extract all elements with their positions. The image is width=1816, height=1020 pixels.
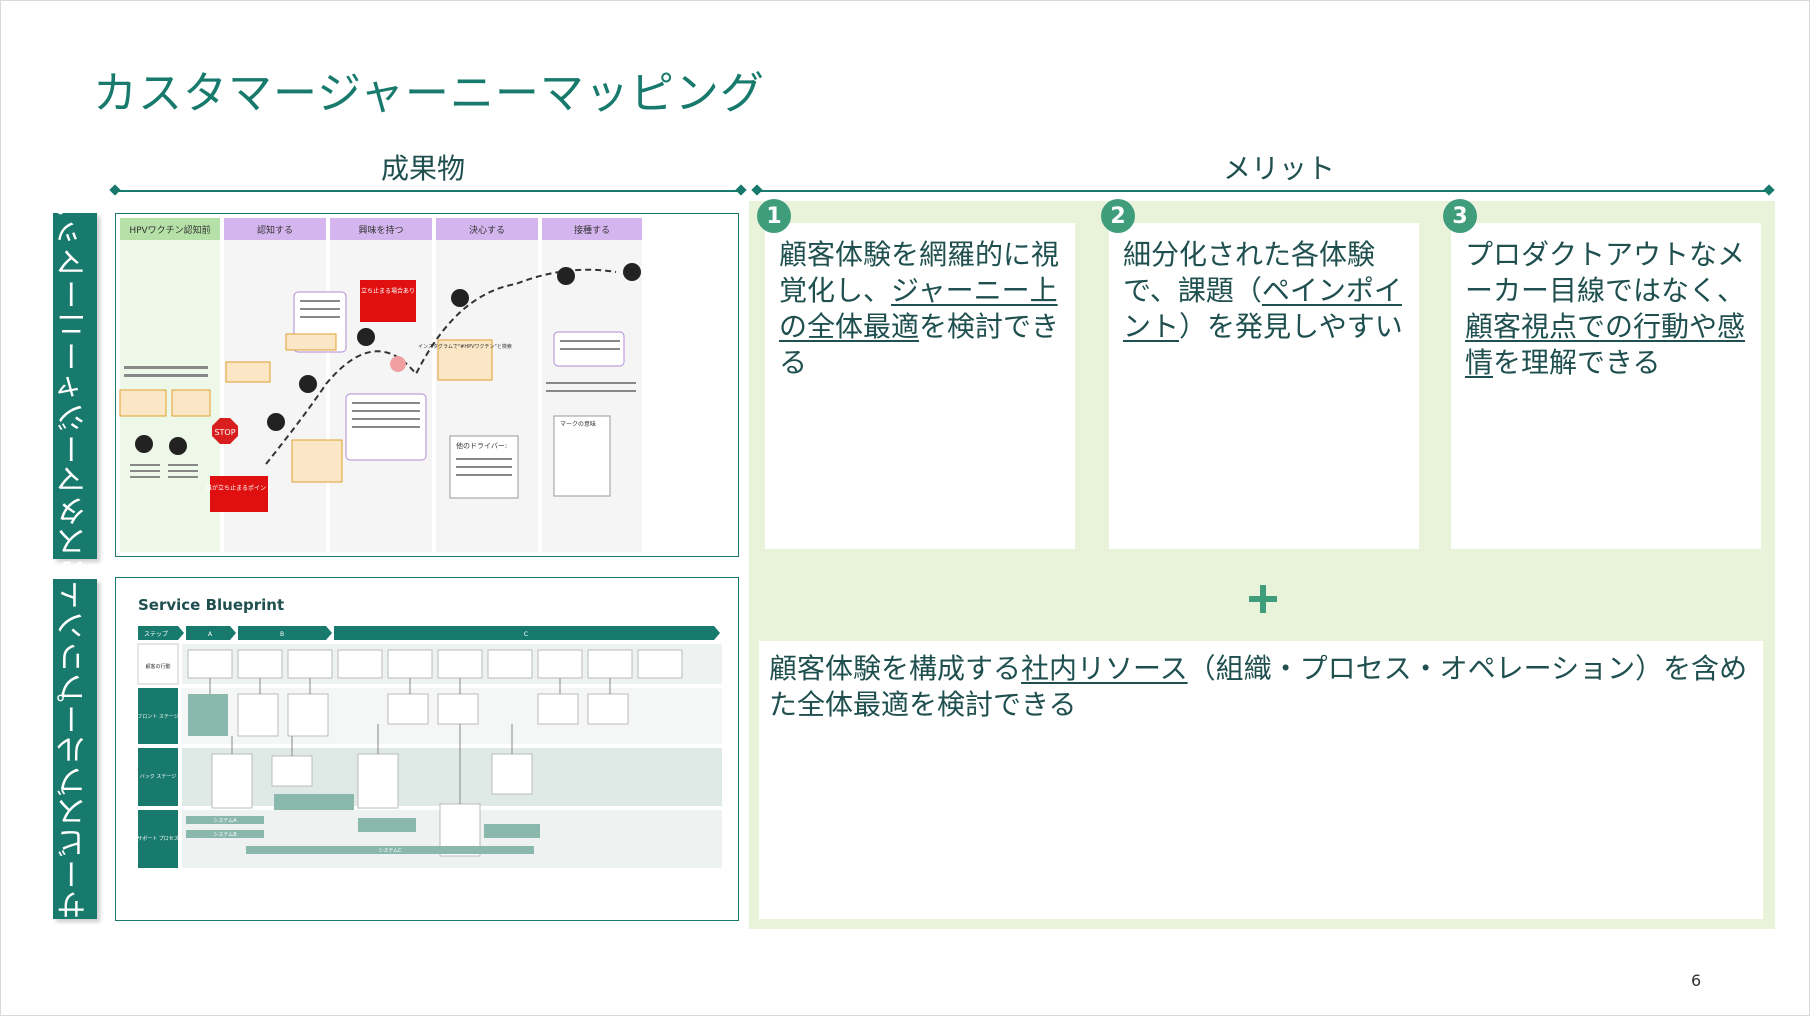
journey-map-graphic: HPVワクチン認知前 認知する 興味を持つ 決心する 接種する STOP 立ち止… bbox=[116, 214, 738, 556]
stage-label: 興味を持つ bbox=[358, 224, 403, 236]
journey-map-thumbnail: HPVワクチン認知前 認知する 興味を持つ 決心する 接種する STOP 立ち止… bbox=[115, 213, 739, 557]
highlight-text: ペインポイント bbox=[1123, 274, 1402, 343]
svg-text:C: C bbox=[524, 631, 528, 638]
merit-text: 細分化された各体験で、課題（ bbox=[1123, 238, 1376, 307]
merit-text: （組織・プロセス・オペレーション）を含めた全体最適を検討できる bbox=[769, 652, 1748, 721]
stop-note: 誰が立ち止まるポイント bbox=[206, 484, 272, 492]
merit-number-badge: 2 bbox=[1101, 199, 1135, 233]
svg-text:システムA: システムA bbox=[213, 818, 237, 824]
blueprint-thumbnail: Service Blueprint ステップ A B C 顧客の行動 フロント … bbox=[115, 577, 739, 921]
svg-text:フロント ステージ: フロント ステージ bbox=[137, 714, 179, 720]
merit-text: 顧客体験を網羅的に視覚化し、 bbox=[779, 238, 1060, 307]
merit-number-badge: 3 bbox=[1443, 199, 1477, 233]
merit-text: 顧客体験を構成する bbox=[769, 652, 1022, 685]
merit-number-badge: 1 bbox=[757, 199, 791, 233]
stage-label: 認知する bbox=[257, 224, 293, 236]
stop-note: 立ち止まる場合あり bbox=[361, 287, 415, 295]
merit-card-1: 顧客体験を網羅的に視覚化し、ジャーニー上の全体最適を検討できる bbox=[765, 223, 1075, 549]
svg-text:A: A bbox=[208, 631, 213, 638]
svg-text:顧客の行動: 顧客の行動 bbox=[145, 663, 170, 670]
blueprint-title: Service Blueprint bbox=[138, 596, 284, 614]
merit-text: を検討できる bbox=[779, 310, 1060, 379]
svg-text:システムC: システムC bbox=[378, 848, 402, 854]
page-title: カスタマージャーニーマッピング bbox=[93, 68, 765, 119]
highlight-text: ジャーニー上の全体最適 bbox=[779, 274, 1058, 343]
merit-card-3: プロダクトアウトなメーカー目線ではなく、顧客視点での行動や感情を理解できる bbox=[1451, 223, 1761, 549]
stage-headers: HPVワクチン認知前 認知する 興味を持つ 決心する 接種する bbox=[120, 218, 642, 240]
svg-text:サポート プロセス: サポート プロセス bbox=[137, 835, 179, 842]
svg-text:ステップ: ステップ bbox=[144, 631, 168, 638]
page-number: 6 bbox=[1691, 971, 1702, 990]
bottom-merit-card: 顧客体験を構成する社内リソース（組織・プロセス・オペレーション）を含めた全体最適… bbox=[759, 641, 1763, 919]
svg-text:バック ステージ: バック ステージ bbox=[140, 774, 177, 780]
stage-label: 接種する bbox=[574, 224, 610, 236]
merit-card-2: 細分化された各体験で、課題（ペインポイント）を発見しやすい bbox=[1109, 223, 1419, 549]
merits-bracket bbox=[757, 190, 1769, 192]
stage-label: 決心する bbox=[469, 224, 505, 236]
merit-text: ）を発見しやすい bbox=[1179, 310, 1403, 343]
drivers-note: 他のドライバー: bbox=[456, 441, 507, 450]
plus-icon bbox=[1249, 585, 1277, 613]
blueprint-label: サービスブループリント bbox=[53, 579, 97, 920]
stage-label: HPVワクチン認知前 bbox=[129, 224, 210, 236]
deliverables-bracket bbox=[115, 190, 741, 192]
deliverables-header: 成果物 bbox=[381, 152, 466, 185]
legend-note: マークの意味 bbox=[560, 420, 596, 428]
highlight-text: 社内リソース bbox=[1021, 652, 1188, 685]
merit-text: プロダクトアウトなメーカー目線ではなく、 bbox=[1465, 238, 1746, 307]
svg-text:STOP: STOP bbox=[214, 428, 235, 437]
highlight-text: 顧客視点での行動や感情 bbox=[1465, 310, 1746, 379]
merit-text: を理解できる bbox=[1493, 346, 1661, 379]
svg-text:システムB: システムB bbox=[213, 832, 237, 838]
svg-text:B: B bbox=[280, 631, 284, 638]
journey-map-label: カスタマージャーニーマップ bbox=[53, 185, 97, 588]
instagram-note: インスタグラムで"#HPVワクチン"と検索 bbox=[418, 343, 512, 350]
merits-header: メリット bbox=[1223, 152, 1336, 185]
blueprint-graphic: Service Blueprint ステップ A B C 顧客の行動 フロント … bbox=[116, 578, 738, 920]
